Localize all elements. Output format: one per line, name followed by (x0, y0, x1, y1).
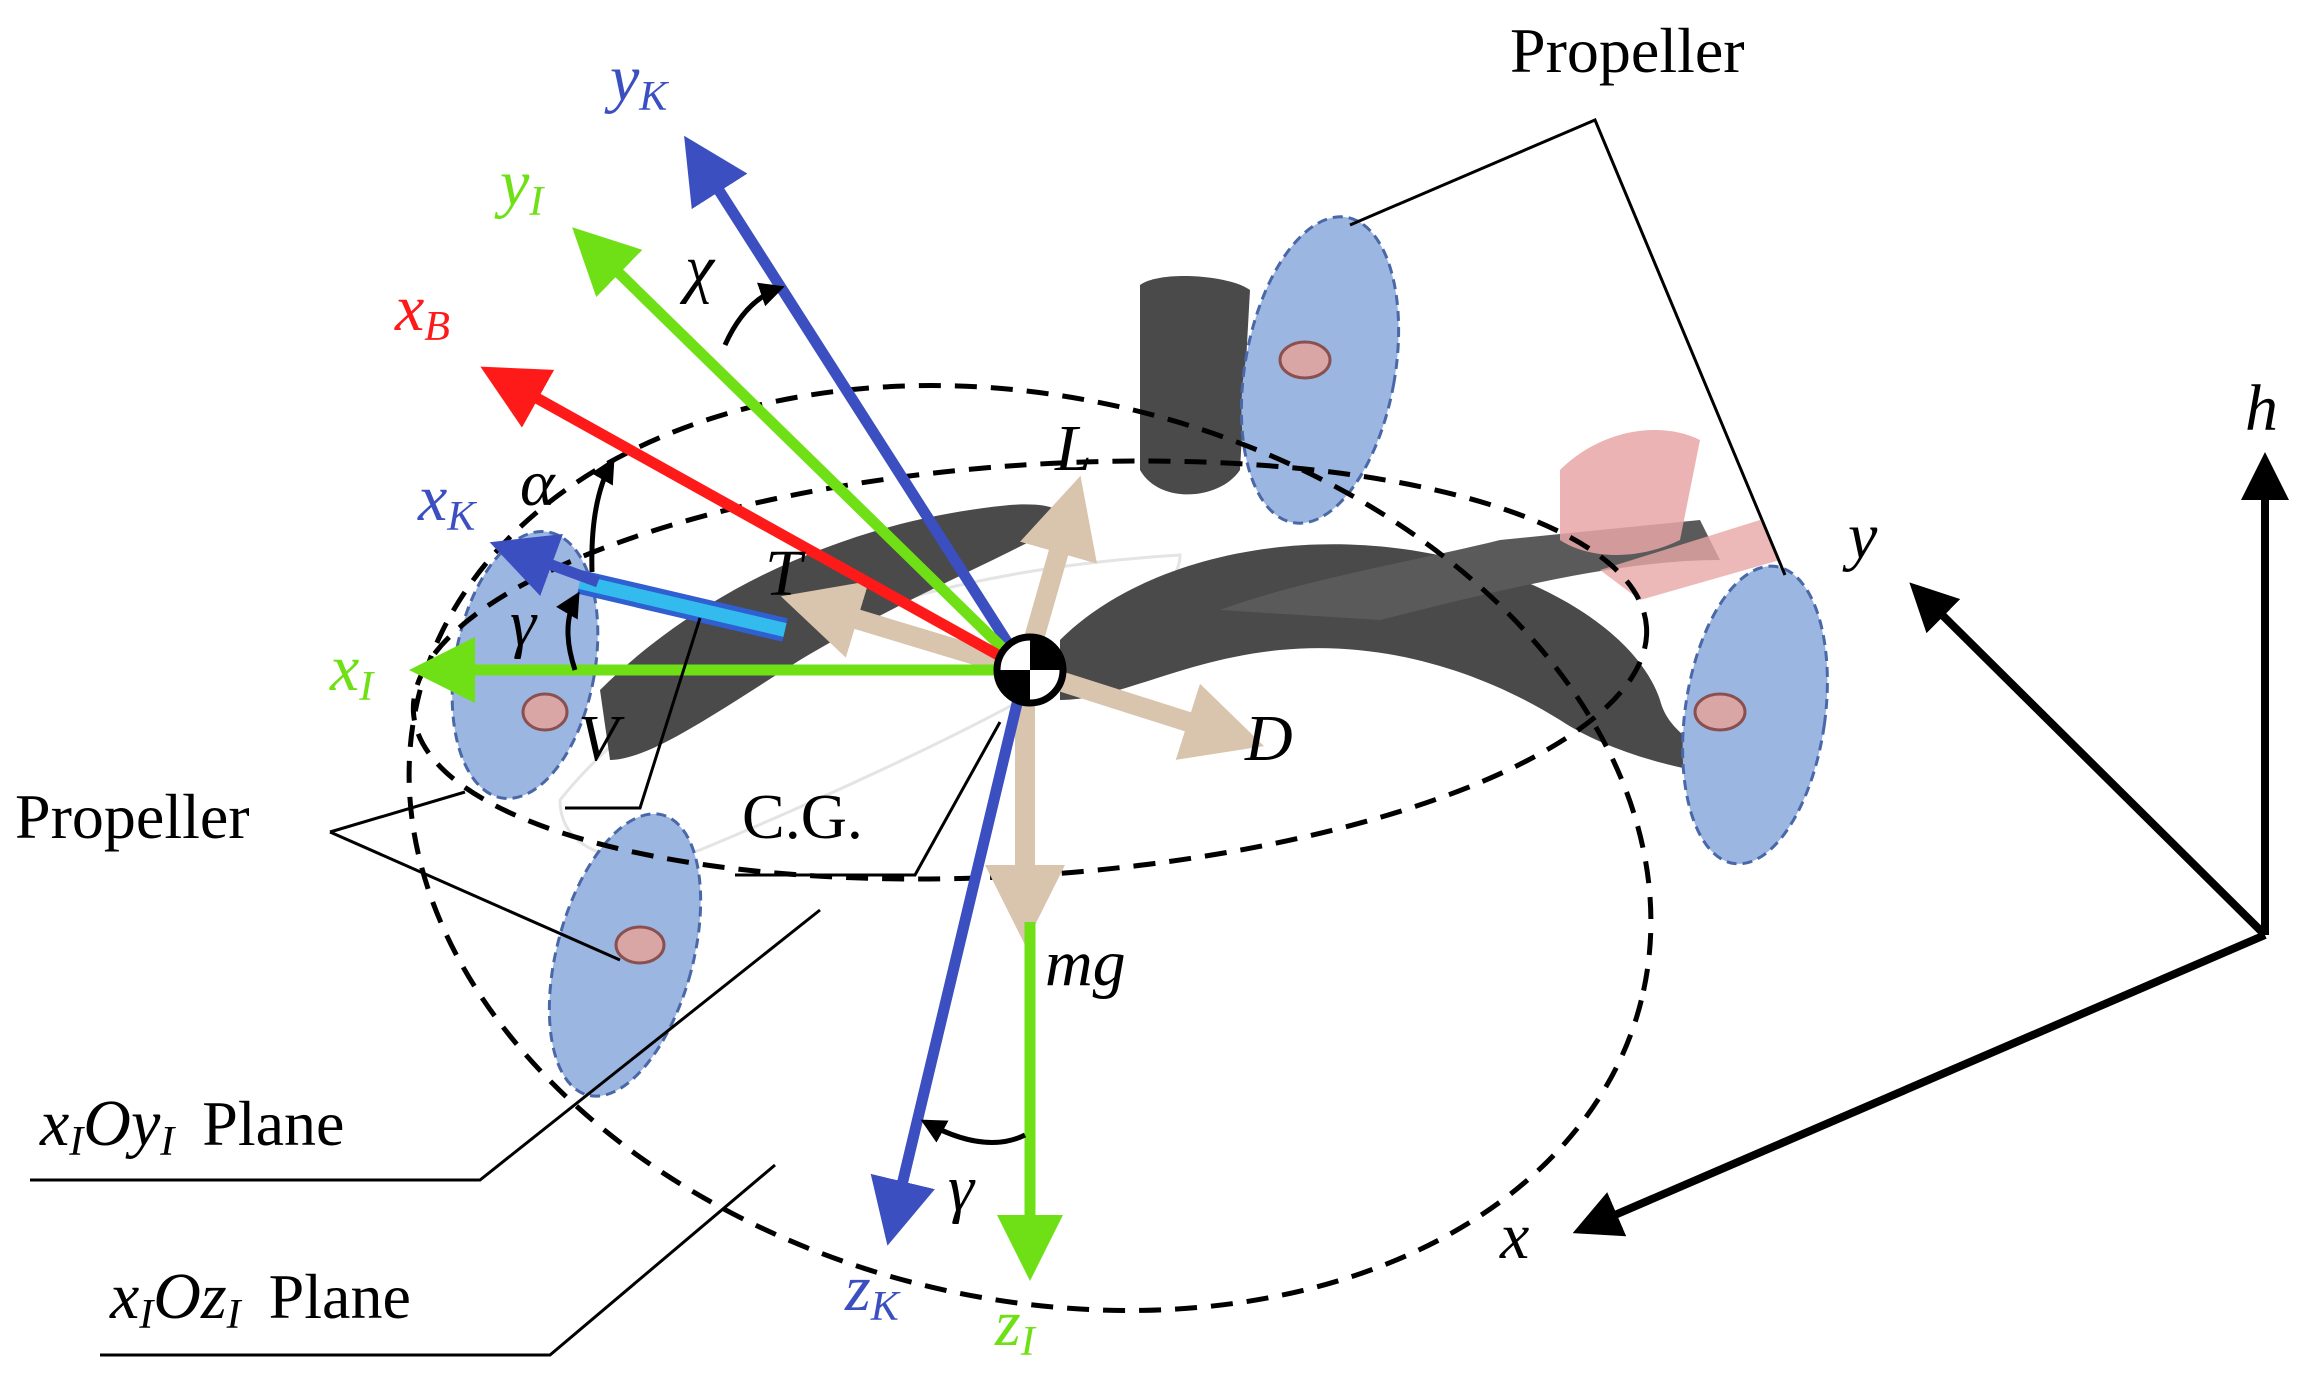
zi-label: zI (994, 1287, 1037, 1365)
gamma-bottom-angle-arc (920, 1119, 1027, 1146)
chi-label: χ (679, 232, 716, 305)
aircraft-vertical-fin (1140, 275, 1250, 495)
aircraft-tail-pink-2 (1600, 520, 1780, 600)
leader-velocity (565, 617, 702, 810)
yi-label: yI (494, 147, 545, 225)
aircraft-illustration (558, 275, 1780, 861)
axis-vectors (409, 135, 1063, 1281)
alpha-angle-arc (589, 457, 615, 573)
velocity-bar-cyan (578, 575, 787, 637)
thrust-label: T (765, 537, 806, 610)
ground-x-label: x (1499, 1200, 1529, 1273)
zk-label: zK (844, 1252, 901, 1330)
ground-x-axis (1572, 931, 2267, 1237)
leader-propeller-left (329, 790, 466, 834)
lift-label: L (1054, 412, 1092, 485)
drag-label: D (1244, 702, 1293, 775)
leader-xz-plane (100, 1163, 776, 1357)
ground-h-label: h (2245, 372, 2278, 445)
propeller-hub-left-upper (521, 692, 569, 732)
ground-y-label: y (1842, 500, 1878, 573)
propeller-left-label: Propeller (15, 781, 250, 852)
center-of-gravity-symbol (993, 633, 1067, 707)
yi-axis-arrow (572, 227, 1029, 674)
leader-propeller-top (1349, 118, 1787, 576)
xk-label: xK (417, 462, 477, 540)
xb-label: xB (394, 272, 450, 350)
weight-label: mg (1045, 927, 1126, 1000)
ground-y-axis (1909, 582, 2268, 938)
aircraft-tail-pink (1560, 430, 1700, 555)
cg-label: C.G. (742, 781, 863, 852)
ground-reference-axes (1572, 452, 2289, 1237)
propellers (450, 215, 1829, 1098)
thrust-force-arrow (780, 581, 1028, 680)
propeller-hub-left-lower (614, 925, 666, 965)
gamma-bottom-label: γ (948, 1152, 976, 1225)
xk-axis-arrow (489, 533, 600, 596)
zk-axis-arrow (870, 668, 1031, 1246)
yk-axis-arrow (684, 135, 1030, 673)
chi-angle-arc (722, 282, 785, 347)
propeller-disc-right (1681, 564, 1829, 866)
velocity-label: V (578, 702, 625, 775)
propeller-hub-right (1693, 692, 1747, 732)
angle-arcs (556, 282, 1027, 1146)
propeller-hub-top (1278, 340, 1332, 380)
propeller-top-label: Propeller (1510, 15, 1745, 86)
xi-label: xI (329, 632, 375, 710)
leader-xy-plane (30, 908, 821, 1182)
xb-axis-arrow (480, 366, 1028, 675)
gamma-left-angle-arc (556, 591, 580, 671)
leader-cg (735, 721, 1002, 877)
leader-lines (30, 118, 1787, 1357)
alpha-label: α (520, 447, 556, 520)
gamma-left-label: γ (510, 587, 538, 660)
yk-label: yK (604, 42, 669, 120)
leader-propeller-left-2 (329, 830, 621, 962)
